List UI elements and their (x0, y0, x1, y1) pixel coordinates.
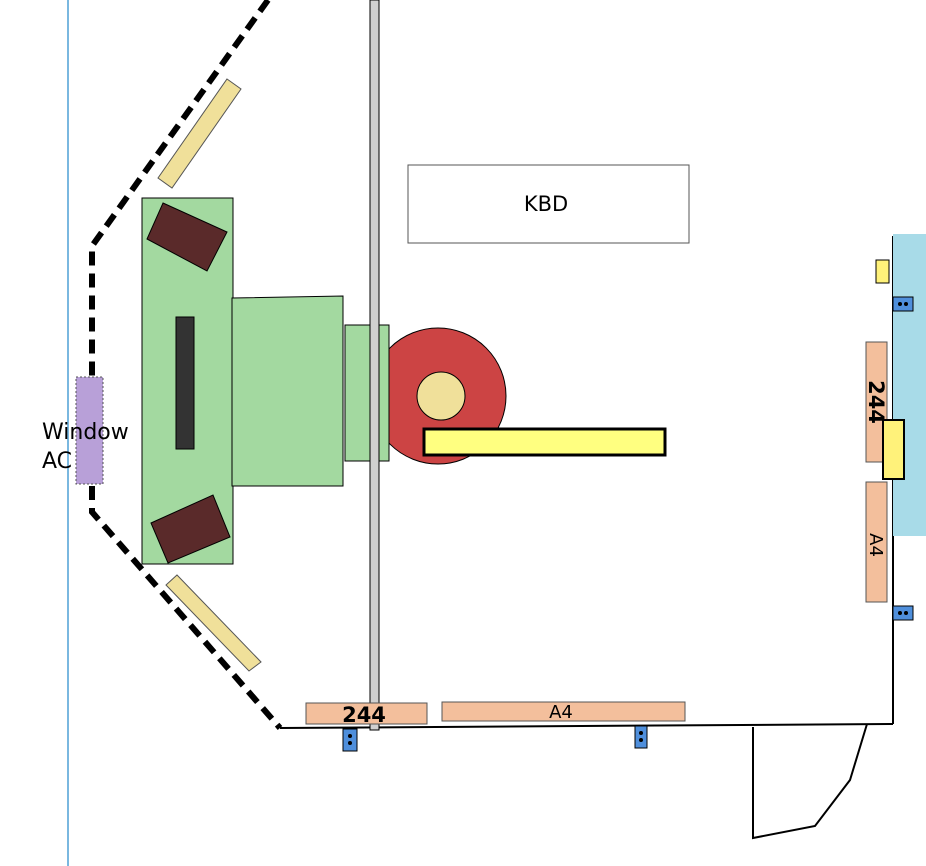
lower-speaker (150, 494, 231, 564)
outlet-icon (342, 728, 358, 752)
light-blue-zone (893, 234, 926, 536)
outlet-icon (634, 725, 648, 749)
lower-angled-panel (165, 574, 262, 672)
small-yellow-block-top (875, 259, 890, 284)
riser-dark-bar (175, 316, 195, 450)
dashed-wall (89, 0, 271, 378)
window-ac-label-line2: AC (42, 449, 72, 474)
green-riser-right (344, 324, 390, 462)
outlet-icon (892, 296, 914, 312)
bottom-left-panel-label: 244 (342, 703, 386, 727)
floor-bottom-edge (279, 723, 894, 729)
right-bottom-panel (865, 481, 888, 603)
right-top-panel-label: 244 (864, 380, 888, 424)
small-yellow-block-mid (882, 419, 905, 480)
right-top-panel (865, 341, 888, 463)
keyboard-label: KBD (524, 192, 568, 216)
outlet-icon (892, 605, 914, 621)
dashed-wall-lower (89, 486, 283, 730)
green-riser-middle (231, 295, 344, 487)
window-ac-label-line1: Window (42, 420, 129, 445)
bottom-right-panel (441, 701, 686, 722)
window-ac (75, 376, 104, 485)
bottom-right-panel-label: A4 (549, 702, 573, 723)
keyboard-box (407, 164, 690, 244)
right-bottom-panel-label: A4 (865, 533, 886, 557)
drum-center (416, 371, 466, 421)
vertical-pole (369, 0, 380, 731)
door-outline (752, 723, 868, 840)
yellow-bar (422, 427, 667, 457)
upper-speaker (146, 202, 228, 272)
upper-angled-panel (157, 78, 242, 189)
bottom-left-panel (305, 702, 428, 725)
